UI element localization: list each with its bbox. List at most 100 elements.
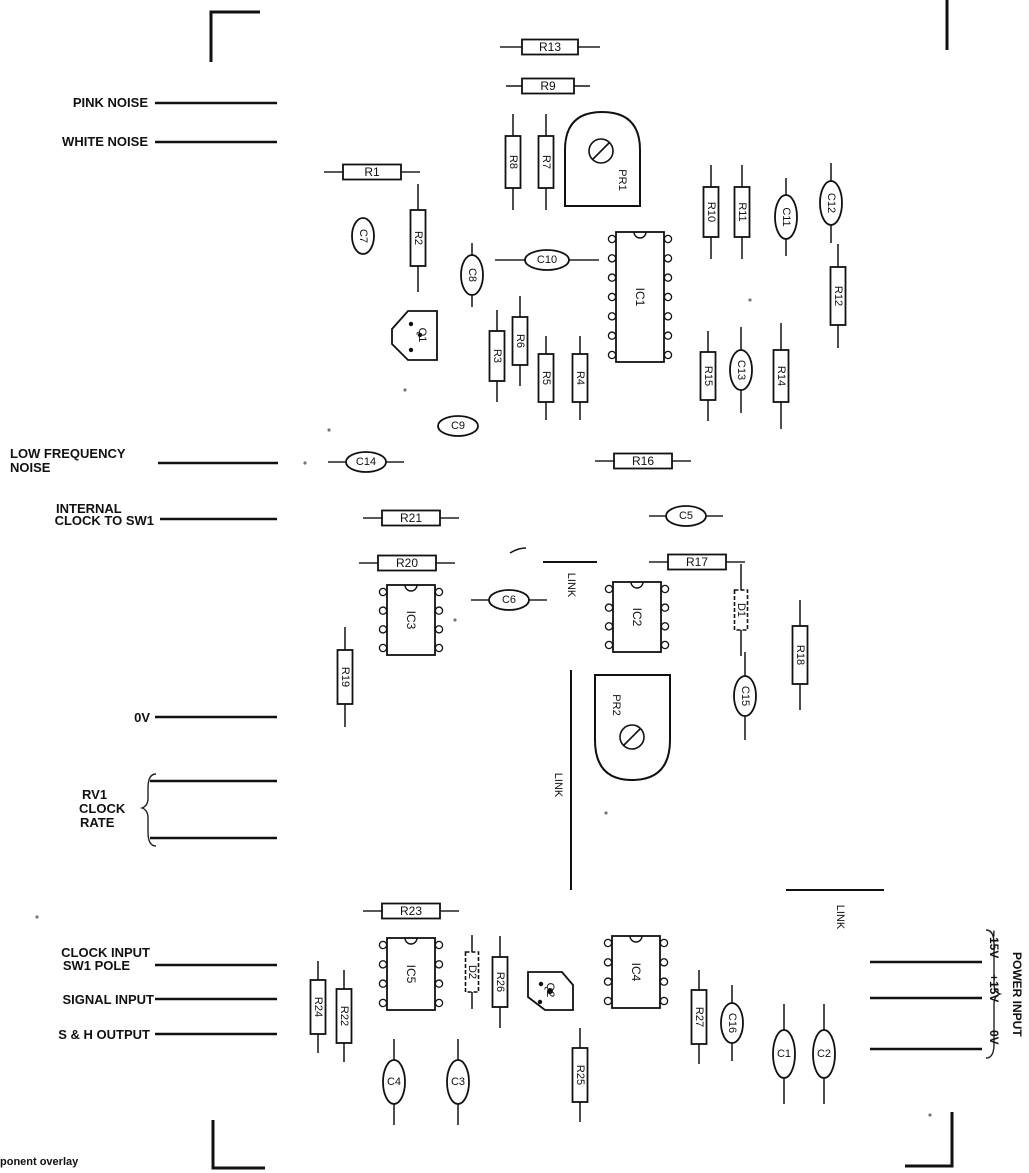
capacitor-c3-label: C3 [451,1076,465,1088]
ic-ic5-label: IC5 [404,965,418,984]
label-rv1: RV1 [82,787,108,802]
ic-ic3-pin [378,606,388,615]
figure-caption: ponent overlay [0,1156,79,1168]
ic-ic5-pin [378,979,388,988]
ic-ic1-pin [607,331,617,340]
ic-ic4-notch [629,935,643,943]
scan-speck [928,1113,932,1117]
resistor-r11-label: R11 [736,202,748,221]
resistor-r20-body [377,554,437,572]
capacitor-c7-label: C7 [357,229,369,243]
capacitor-c1-body [772,1029,796,1079]
diode-d1-label: D1 [735,603,747,617]
ic-ic1-pin [607,312,617,321]
label-low-frequency: LOW FREQUENCY [10,446,126,461]
resistor-r18-label: R18 [794,645,806,665]
capacitor-c12-body [819,180,843,226]
scan-speck [453,618,457,622]
capacitor-c11-label: C11 [780,207,792,226]
capacitor-c11-body [774,194,798,240]
resistor-r12-label: R12 [832,286,844,306]
resistor-r17-body [667,553,727,571]
capacitor-c15-body [733,675,757,717]
ic-ic5-pin [434,940,444,950]
board-corner-bottom-left [211,1120,265,1170]
resistor-r20-label: R20 [396,556,418,570]
ic-ic3-pin [378,643,388,653]
label-pink-noise: PINK NOISE [72,95,148,110]
rv1-brace [139,773,157,847]
transistor-q2-label: Q2 [544,983,556,998]
ic-ic2-pin [660,622,670,631]
ic-ic5-body [386,937,436,1011]
resistor-r11-body [733,186,751,238]
ic-ic1-notch [633,231,647,239]
ic-ic5-pin [434,998,444,1008]
link-2-label: LINK [552,773,564,798]
scan-speck [303,461,307,465]
ic-ic2-pin [604,603,614,612]
transistor-q2-pin [538,981,544,987]
ic-ic2-notch [630,581,644,589]
ic-ic2-pin [604,622,614,631]
capacitor-c5-body [665,505,707,527]
ic-ic4-body [611,935,661,1009]
resistor-r17-label: R17 [686,555,708,569]
preset-pr2-label: PR2 [610,694,622,715]
ic-ic4-pin [659,996,669,1006]
ic-ic1-pin [607,234,617,244]
ic-ic2-pin [604,640,614,650]
capacitor-c9-body [437,415,479,437]
ic-ic4-pin [659,958,669,967]
label-power-minus15v: −15V [987,930,1001,959]
ic-ic3-pin [434,643,444,653]
ic-ic1-pin [663,273,673,282]
capacitor-c7-body [351,217,375,255]
capacitor-c6-label: C6 [502,594,516,606]
capacitor-c4-body [382,1059,406,1105]
transistor-q1-pin [417,332,423,338]
scan-speck [327,428,331,432]
resistor-r23-label: R23 [400,904,422,918]
resistor-r27-body [690,989,708,1045]
transistor-q1-label: Q1 [416,328,428,343]
resistor-r26-label: R26 [494,972,506,992]
wire-stub [509,547,527,554]
scan-speck [604,811,608,815]
resistor-r16-body [613,452,673,470]
resistor-r6-label: R6 [514,334,526,348]
label-white-noise: WHITE NOISE [62,134,148,149]
capacitor-c16-label: C16 [726,1013,738,1033]
link-3-label: LINK [834,905,846,930]
capacitor-c12-label: C12 [825,193,837,213]
ic-ic3-pin [434,625,444,634]
resistor-r14-label: R14 [775,366,787,386]
resistor-r26-body [491,956,509,1008]
resistor-r12-body [829,266,847,326]
resistor-r16-label: R16 [632,454,654,468]
label-sh-output: S & H OUTPUT [58,1027,150,1042]
resistor-r3-label: R3 [491,349,503,363]
ic-ic2-pin [660,584,670,594]
resistor-r6-body [511,316,529,366]
ic-ic1-pin [607,350,617,360]
transistor-q1-body [391,310,438,361]
resistor-r21-label: R21 [400,511,422,525]
label-clock-to-sw1: CLOCK TO SW1 [54,513,154,528]
ic-ic2-pin [660,603,670,612]
ic-ic4-pin [659,977,669,986]
capacitor-c15-label: C15 [739,686,751,706]
capacitor-c13-body [729,349,753,391]
ic-ic3-body [386,584,436,656]
ic-ic3-pin [378,587,388,597]
diode-d2-body [464,951,480,993]
resistor-r25-body [571,1047,589,1103]
resistor-r25-label: R25 [574,1065,586,1085]
resistor-r24-body [309,979,327,1035]
label-power-0v: 0V [987,1030,1001,1045]
preset-pr1-label: PR1 [616,169,628,190]
ic-ic4-pin [603,958,613,967]
diode-d1-body [733,589,749,631]
resistor-r13-label: R13 [539,40,561,54]
